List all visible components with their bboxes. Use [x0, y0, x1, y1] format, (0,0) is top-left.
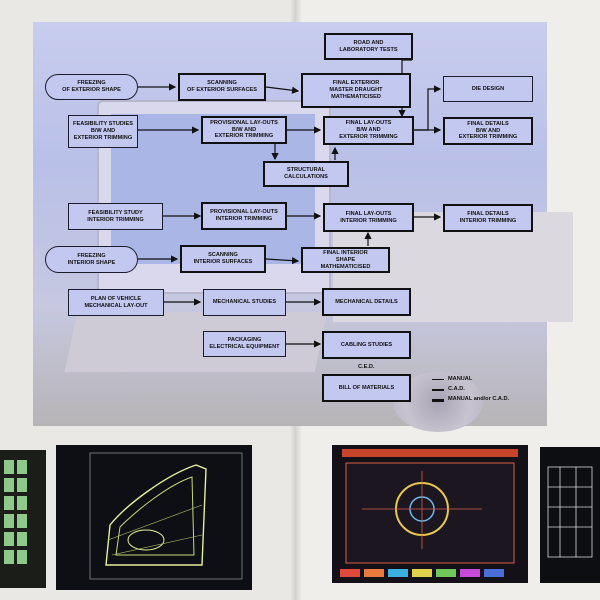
box-final-interior-shape: FINAL INTERIOR SHAPE MATHEMATICISED: [301, 247, 390, 273]
box-feasibility-bw: FEASIBILITY STUDIES B/W AND EXTERIOR TRI…: [68, 115, 138, 148]
box-bill-of-materials: BILL OF MATERIALS: [322, 374, 411, 402]
box-final-details-bw: FINAL DETAILS B/W AND EXTERIOR TRIMMING: [443, 117, 533, 145]
cad-screen-photo-1: [0, 450, 46, 588]
wiring-schematic-graphic: [547, 466, 593, 558]
box-freezing-exterior: FREEZING OF EXTERIOR SHAPE: [45, 74, 138, 100]
box-road-tests: ROAD AND LABORATORY TESTS: [324, 33, 413, 60]
box-mechanical-studies: MECHANICAL STUDIES: [203, 289, 286, 316]
legend-line-cad: [432, 389, 444, 391]
mechanical-drawing-graphic: [340, 449, 518, 577]
legend-manual: MANUAL: [448, 376, 473, 382]
cad-grid-graphic: [4, 460, 27, 564]
box-feasibility-interior: FEASIBILITY STUDY INTERIOR TRIMMING: [68, 203, 163, 230]
box-final-layouts-interior: FINAL LAY-OUTS INTERIOR TRIMMING: [323, 203, 414, 232]
legend-line-manual: [432, 379, 444, 380]
box-freezing-interior: FREEZING INTERIOR SHAPE: [45, 246, 138, 273]
box-scanning-interior: SCANNING INTERIOR SURFACES: [180, 245, 266, 273]
box-die-design: DIE DESIGN: [443, 76, 533, 102]
car-door-wireframe-graphic: [89, 452, 243, 580]
box-cabling-studies: CABLING STUDIES: [322, 331, 411, 359]
legend-line-manual-and-cad: [432, 399, 444, 402]
legend-manual-and-cad: MANUAL and/or C.A.D.: [448, 396, 510, 402]
cad-screen-photo-2: [56, 445, 252, 590]
box-final-exterior-master: FINAL EXTERIOR MASTER DRAUGHT MATHEMATIC…: [301, 73, 411, 108]
box-provisional-bw: PROVISIONAL LAY-OUTS B/W AND EXTERIOR TR…: [201, 116, 287, 144]
legend-ced: C.E.D.: [358, 364, 375, 370]
box-plan-vehicle: PLAN OF VEHICLE MECHANICAL LAY-OUT: [68, 289, 164, 316]
cad-screen-photo-3: [332, 445, 528, 583]
box-final-layouts-bw: FINAL LAY-OUTS B/W AND EXTERIOR TRIMMING: [323, 116, 414, 145]
box-final-details-interior: FINAL DETAILS INTERIOR TRIMMING: [443, 204, 533, 232]
box-provisional-interior: PROVISIONAL LAY-OUTS INTERIOR TRIMMING: [201, 202, 287, 230]
box-mechanical-details: MECHANICAL DETAILS: [322, 288, 411, 316]
box-structural-calculations: STRUCTURAL CALCULATIONS: [263, 161, 349, 187]
box-scanning-exterior: SCANNING OF EXTERIOR SURFACES: [178, 73, 266, 101]
box-packaging-electrical: PACKAGING ELECTRICAL EQUIPMENT: [203, 331, 286, 357]
legend-cad: C.A.D.: [448, 386, 465, 392]
cad-screen-photo-4: [540, 447, 600, 583]
